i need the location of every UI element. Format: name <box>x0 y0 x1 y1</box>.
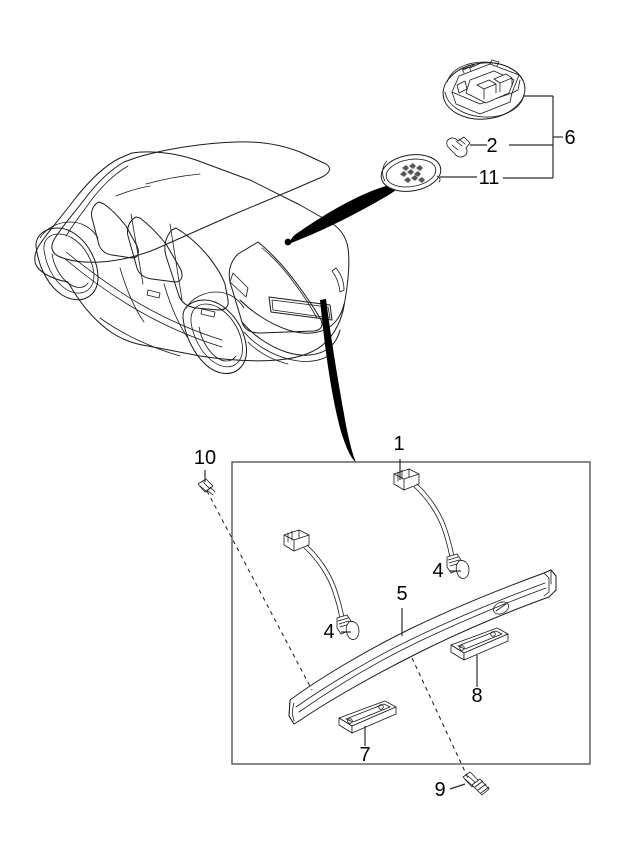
callout-number-11: 11 <box>479 167 500 189</box>
callout-number-4-right: 4 <box>432 560 443 582</box>
back-panel-garnish-part-5 <box>288 569 557 725</box>
roof-reference-dot <box>284 238 292 246</box>
lamp-bracket-part-7 <box>338 700 397 734</box>
callout-number-4-left: 4 <box>323 621 334 643</box>
bulb-part-2 <box>446 136 471 158</box>
callout-number-5: 5 <box>396 583 407 605</box>
wiring-harness-upper <box>393 468 470 579</box>
lamp-lens-part-11 <box>380 154 442 192</box>
wiring-harness-lower <box>283 529 360 640</box>
leader-line-9 <box>449 783 466 790</box>
pointer-to-parts-box <box>320 299 356 462</box>
callout-number-1: 1 <box>393 433 404 455</box>
screw-part-10 <box>197 478 216 496</box>
vehicle-illustration <box>34 141 350 374</box>
lamp-bracket-part-8 <box>450 627 509 661</box>
callout-number-2: 2 <box>486 135 497 157</box>
callout-number-9: 9 <box>434 779 445 801</box>
parts-box-border <box>231 461 591 765</box>
callout-number-10: 10 <box>194 447 216 469</box>
lamp-housing-assembly <box>442 59 526 120</box>
callout-number-8: 8 <box>471 685 482 707</box>
assembly-line-10 <box>206 490 313 691</box>
callout-number-7: 7 <box>359 744 370 766</box>
pointer-to-lamp-assembly <box>290 184 400 243</box>
lens-connector-hatch <box>400 163 425 183</box>
callout-bracket-6 <box>503 95 563 179</box>
assembly-line-9 <box>411 657 469 779</box>
callout-number-6: 6 <box>564 127 575 149</box>
